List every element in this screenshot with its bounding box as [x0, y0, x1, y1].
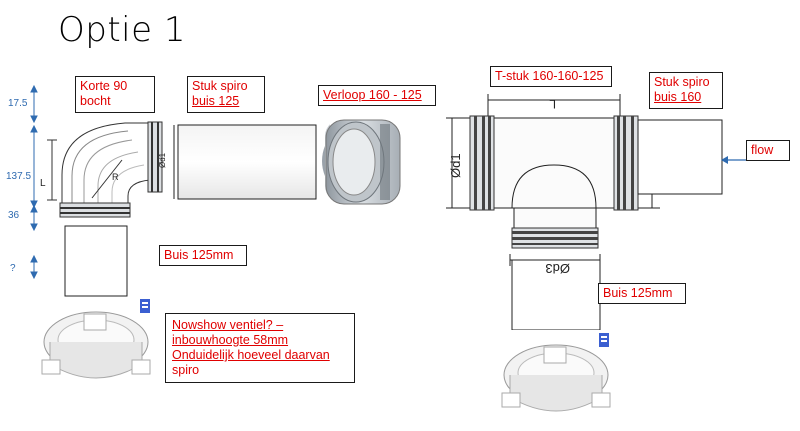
dimension-bend: 137.5	[6, 171, 32, 182]
reducer-part	[325, 119, 401, 205]
dimension-arrows	[30, 84, 38, 280]
bend-d1-mark: Ød1	[158, 152, 167, 168]
spiro-pipe-160	[637, 119, 723, 195]
tee-d3-mark: Ød3	[545, 261, 570, 276]
label-buis-125-left: Buis 125mm	[159, 245, 247, 266]
bend-collar-right	[147, 121, 163, 193]
label-tstuk: T-stuk 160-160-125	[490, 66, 612, 87]
page-title: Optie 1	[58, 10, 186, 50]
valve-icon[interactable]	[598, 332, 610, 348]
bend-drawing	[47, 122, 151, 212]
bend-R-mark: R	[112, 172, 119, 182]
label-nowshow-ventiel: Nowshow ventiel? – inbouwhoogte 58mm Ond…	[165, 313, 355, 383]
tee-drawing: L Ød1 H Ød3	[446, 94, 660, 330]
tee-L-mark: L	[549, 97, 556, 111]
label-korte-bocht: Korte 90 bocht	[75, 76, 155, 113]
left-assembly-drawing: L R Ød1	[40, 121, 330, 297]
valve-icon[interactable]	[139, 298, 151, 314]
bend-L-mark: L	[40, 178, 46, 189]
label-flow: flow	[746, 140, 790, 161]
label-verloop: Verloop 160 - 125	[318, 85, 436, 106]
spiro-pipe-125	[177, 124, 317, 200]
label-buis-125-right: Buis 125mm	[598, 283, 686, 304]
label-stuk-spiro-125: Stuk spiro buis 125	[187, 76, 265, 113]
valve-left-drawing	[41, 311, 151, 379]
label-stuk-spiro-160: Stuk spiro buis 160	[649, 72, 723, 109]
tee-d1-mark: Ød1	[448, 153, 463, 178]
dimension-top: 17.5	[8, 98, 28, 109]
dimension-unknown: ?	[10, 263, 16, 274]
pipe-125-vertical	[64, 225, 128, 297]
dimension-collar: 36	[8, 210, 20, 221]
bend-collar-bottom	[59, 202, 131, 218]
valve-right-drawing	[501, 344, 611, 412]
